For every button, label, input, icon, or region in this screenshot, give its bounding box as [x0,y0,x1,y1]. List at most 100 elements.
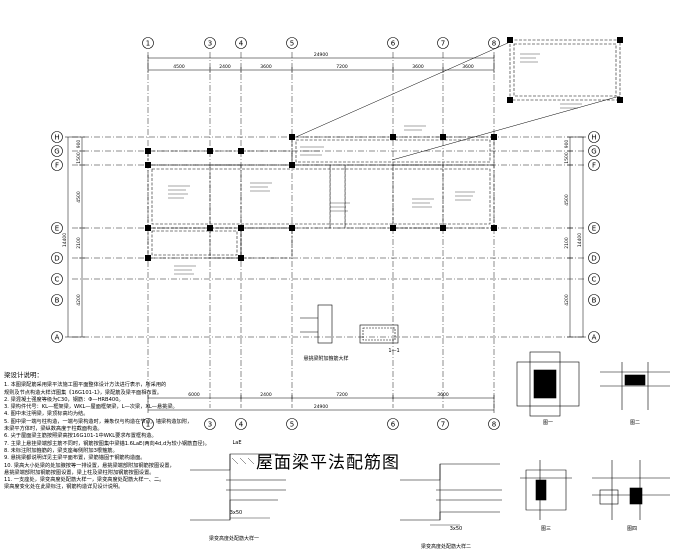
stepped-beam-detail-1 [190,453,286,521]
columns [145,37,623,261]
detail-figure-1 [516,351,580,417]
detail-figure-3 [520,460,572,520]
axis-bubble: 8 [488,37,500,49]
dim-value: 2100 [564,237,570,249]
svg-text:8: 8 [492,421,496,429]
section-detail-1-1 [300,304,399,344]
axis-bubble: H [588,131,600,143]
svg-text:3: 3 [208,421,212,429]
axis-bubble: E [51,222,63,234]
caption-section: 1—1 [388,348,399,354]
axis-bubble: 3 [204,37,216,49]
label-3x50: 3x50 [230,510,243,516]
note-line: 10. 梁高大小处梁的处加腋按等一排设置，悬挑梁端部附加钢筋按图设置， [4,462,175,469]
notes-title: 梁设计说明： [4,371,43,379]
svg-text:7: 7 [441,40,445,48]
note-line: 4. 图中未注明梁，梁顶标高均为结。 [4,411,89,418]
svg-text:A: A [592,334,597,342]
axis-bubble: D [588,252,600,264]
axis-bubble: F [51,159,63,171]
note-line: 11. 一支座处，梁变高度处配筋大样一，梁变高度处配筋大样一、二。 [4,477,165,484]
dimension-lines-top [147,55,495,73]
dim-value: 900 [564,140,570,149]
svg-text:3: 3 [208,40,212,48]
note-line: 1. 本图梁配筋采用梁平法施工图平面整体设计方法进行表示，所采用的 [4,382,167,389]
stepped-beam-detail-2 [400,463,502,526]
axis-bubble: F [588,159,600,171]
dim-total: 24900 [314,404,328,410]
svg-text:D: D [591,255,596,263]
axis-bubble: G [51,145,63,157]
dimension-lines-bottom [147,395,495,413]
dim-value: 2100 [76,237,82,249]
caption-stepped-2: 梁变高度处配筋大样二 [421,543,471,550]
design-notes: 梁设计说明： 1. 本图梁配筋采用梁平法施工图平面整体设计方法进行表示，所采用的… [4,371,259,492]
detail-figure-4 [592,460,670,520]
svg-text:6: 6 [391,40,396,48]
axis-bubbles-right: H G F E D C B A [588,131,600,343]
note-line: 3. 梁构件代号：KL—框架梁，WKL—屋面框架梁，L—次梁，XL—悬挑梁。 [4,404,178,411]
dim-value: 900 [76,140,82,149]
beam-outlines [147,39,621,259]
dim-value: 1500 [76,152,82,164]
drawing-title: 屋面梁平法配筋图 [256,453,400,473]
dim-value: 2400 [260,392,272,398]
dimension-texts-right: 4500 1500 900 2100 4200 14400 [564,140,583,306]
dim-value: 7200 [336,392,348,398]
svg-text:4: 4 [239,40,244,48]
svg-text:A: A [55,334,60,342]
caption-fig2: 图二 [630,420,640,426]
axis-bubble: H [51,131,63,143]
svg-text:F: F [592,162,596,170]
note-line: 梁高度变化处在此梁标注，钢筋构造详见设计说明。 [4,484,124,491]
axis-bubble: 6 [387,37,399,49]
svg-text:8: 8 [492,40,496,48]
caption-fig4: 图四 [627,526,637,532]
axis-bubble: 7 [437,418,449,430]
dimension-texts-bottom: 6000 2400 7200 3600 24900 [188,392,449,410]
svg-text:5: 5 [290,421,294,429]
dim-value: 4200 [76,294,82,306]
axis-bubbles-top: 1 3 4 5 6 7 8 [142,37,500,49]
svg-text:C: C [592,276,597,284]
dim-value: 4500 [564,194,570,206]
svg-text:4: 4 [239,421,244,429]
axis-bubble: C [588,273,600,285]
dim-value: 6000 [188,392,200,398]
dim-value: 3600 [437,392,449,398]
note-line: 规则及节点构造大样详图集《16G101-1》，梁配筋及梁平面相布置。 [4,389,162,396]
axis-bubble: G [588,145,600,157]
axis-bubbles-left: H G F E D C B A [51,131,63,343]
svg-text:H: H [591,134,596,142]
dimension-lines-right [567,136,586,338]
axis-bubble: C [51,273,63,285]
svg-text:1: 1 [146,421,150,429]
note-line: 5. 图中梁一端与柱构造，一端与梁构造时，兼象仅与构造在节点，墙梁构造加附， [4,418,193,425]
svg-text:5: 5 [290,40,294,48]
caption-fig3: 图三 [541,526,551,532]
axis-bubble: 5 [286,418,298,430]
leader-lines [295,41,621,161]
axis-bubble: 4 [235,418,247,430]
dim-value: 2400 [219,64,231,70]
svg-text:B: B [592,297,597,305]
label-3x50-2: 3x50 [450,526,463,532]
axis-bubble: 6 [387,418,399,430]
caption-stepped-1: 梁变高度处配筋大样一 [209,535,259,542]
dim-value: 3600 [462,64,474,70]
axis-bubble: B [588,294,600,306]
axis-bubble: A [588,331,600,343]
note-line: 6. 尖于屋面梁主筋按照梁高按16G101-1中WKL要求布置框构造。 [4,433,157,440]
svg-text:6: 6 [391,421,396,429]
svg-text:E: E [592,225,596,233]
axis-bubble: 4 [235,37,247,49]
dim-value: 4500 [173,64,185,70]
dim-total: 14400 [62,233,68,247]
svg-text:H: H [54,134,59,142]
axis-bubble: B [51,294,63,306]
detail-figure-2 [600,362,670,410]
svg-text:E: E [55,225,59,233]
beam-annotations [168,53,582,275]
note-line: 8. 未标注附加箍筋的，梁支座每侧附加3根箍筋。 [4,447,118,454]
label-lae: LaE [232,440,241,446]
